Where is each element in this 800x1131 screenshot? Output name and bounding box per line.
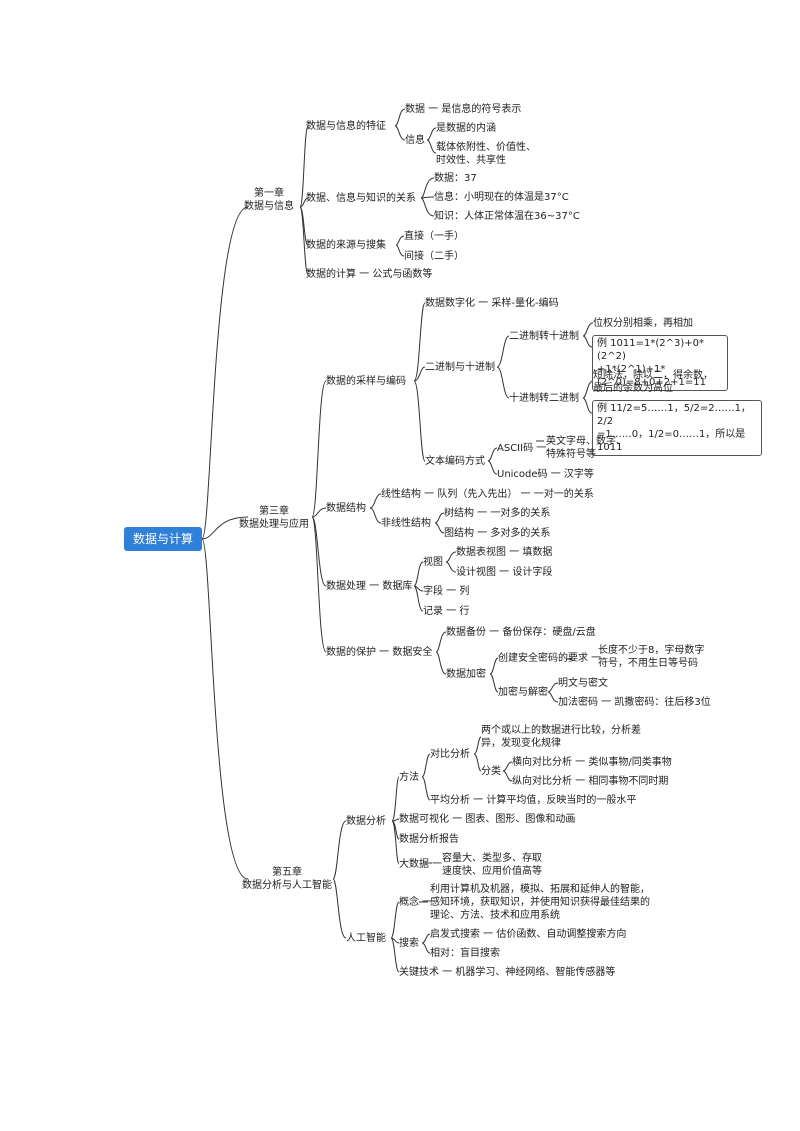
ch5-bigdata-node: 大数据 一 (399, 859, 443, 870)
ch3-datasheet-view-node: 数据表视图 一 填数据 (456, 547, 553, 558)
ch1-info-props-node: 载体依附性、价值性、 时效性、共享性 (436, 142, 536, 166)
ch3-digitize-node: 数据数字化 一 采样-量化-编码 (425, 298, 559, 309)
ch1-relation-data-node: 数据：37 (434, 173, 477, 184)
ch3-caesar-node: 加法密码 一 凯撒密码：往后移3位 (558, 697, 711, 708)
ch3-password-req-desc-node: 长度不少于8，字母数字 符号，不用生日等号码 (598, 645, 705, 669)
ch3-linear-node: 线性结构 一 队列（先入先出） 一 一对一的关系 (381, 489, 594, 500)
ch3-view-node: 视图 (423, 557, 443, 568)
ch3-design-view-node: 设计视图 一 设计字段 (456, 567, 553, 578)
ch3-ascii-desc-node: 英文字母、数字、 特殊符号等 (546, 436, 626, 460)
ch5-heuristic-node: 启发式搜索 一 估价函数、自动调整搜索方向 (430, 929, 627, 940)
ch5-search-node: 搜索 (399, 938, 419, 949)
ch3-sampling-node: 数据的采样与编码 (326, 376, 406, 387)
ch1-relation-info-node: 信息：小明现在的体温是37°C (434, 192, 569, 203)
ch5-blind-search-node: 相对：盲目搜索 (430, 948, 500, 959)
ch1-source-indirect-node: 间接（二手） (404, 251, 464, 262)
ch3-structure-node: 数据结构 (326, 503, 366, 514)
ch1-source-node: 数据的来源与搜集 (306, 240, 386, 251)
ch5-vertical-node: 纵向对比分析 一 相同事物不同时期 (512, 776, 669, 787)
ch3-bin-to-dec-example-node: 例 1011=1*(2^3)+0*(2^2) +1*(2^1)+1*(2^0)=… (592, 335, 728, 391)
ch5-concept-node: 概念 一 (399, 897, 433, 908)
ch1-compute-node: 数据的计算 一 公式与函数等 (306, 269, 433, 280)
ch3-bin-to-dec-rule-node: 位权分别相乘，再相加 (593, 318, 693, 329)
ch5-concept-desc-node: 利用计算机及机器，模拟、拓展和延伸人的智能， 感知环境，获取知识，并使用知识获得… (430, 884, 650, 921)
ch1-data-def-node: 数据 一 是信息的符号表示 (405, 104, 522, 115)
ch3-encrypt-decrypt-node: 加密与解密 (498, 687, 548, 698)
ch1-info-meaning-node: 是数据的内涵 (436, 123, 496, 134)
ch3-password-req-node: 创建安全密码的要求 一 (498, 653, 602, 664)
ch3-dec-to-bin-example-node: 例 11/2=5……1，5/2=2……1，2/2 =1……0，1/2=0……1，… (592, 400, 762, 456)
ch5-method-node: 方法 (399, 772, 419, 783)
ch1-relation-node: 数据、信息与知识的关系 (306, 193, 416, 204)
ch5-classify-node: 分类 (481, 766, 501, 777)
ch5-analysis-node: 数据分析 (346, 816, 386, 827)
ch5-compare-node: 对比分析 (430, 749, 470, 760)
root-node: 数据与计算 (124, 527, 202, 551)
ch3-graph-node: 图结构 一 多对多的关系 (444, 528, 551, 539)
ch3-protection-node: 数据的保护 一 数据安全 (326, 647, 433, 658)
ch3-dec-to-bin-node: 十进制转二进制 (509, 393, 579, 404)
ch3-unicode-node: Unicode码 一 汉字等 (497, 469, 594, 480)
ch3-nonlinear-node: 非线性结构 (381, 518, 431, 529)
ch3-field-node: 字段 一 列 (423, 586, 470, 597)
ch3-plaintext-node: 明文与密文 (558, 678, 608, 689)
ch1-source-direct-node: 直接（一手） (404, 231, 464, 242)
ch3-binary-decimal-node: 二进制与十进制 (425, 362, 495, 373)
ch3-tree-node: 树结构 一 一对多的关系 (444, 508, 551, 519)
ch5-ai-node: 人工智能 (346, 933, 386, 944)
ch5-bigdata-desc-node: 容量大、类型多、存取 速度快、应用价值高等 (442, 853, 542, 877)
chapter-3-node: 第三章 数据处理与应用 (239, 506, 309, 530)
ch3-database-node: 数据处理 一 数据库 (326, 581, 413, 592)
ch3-dec-to-bin-rule-node: 短除法，除以二，得余数， 最后的余数为高位 (593, 370, 713, 394)
ch1-info-node: 信息 (405, 135, 425, 146)
ch5-visualization-node: 数据可视化 一 图表、图形、图像和动画 (399, 814, 576, 825)
chapter-5-node: 第五章 数据分析与人工智能 (242, 867, 332, 891)
ch5-report-node: 数据分析报告 (399, 834, 459, 845)
ch3-bin-to-dec-node: 二进制转十进制 (509, 331, 579, 342)
ch3-backup-node: 数据备份 一 备份保存：硬盘/云盘 (446, 627, 596, 638)
ch5-compare-desc-node: 两个或以上的数据进行比较，分析差 异，发现变化规律 (481, 725, 641, 749)
ch3-text-encoding-node: 文本编码方式 (425, 456, 485, 467)
ch1-features-node: 数据与信息的特征 (306, 121, 386, 132)
ch5-average-node: 平均分析 一 计算平均值，反映当时的一般水平 (430, 795, 637, 806)
chapter-1-node: 第一章 数据与信息 (244, 188, 294, 212)
ch5-key-tech-node: 关键技术 一 机器学习、神经网络、智能传感器等 (399, 967, 616, 978)
ch3-encryption-node: 数据加密 (446, 669, 486, 680)
ch1-relation-knowledge-node: 知识：人体正常体温在36~37°C (434, 211, 580, 222)
ch3-ascii-node: ASCII码 一 (497, 443, 547, 454)
ch5-horizontal-node: 横向对比分析 一 类似事物/同类事物 (512, 757, 672, 768)
ch3-record-node: 记录 一 行 (423, 606, 470, 617)
